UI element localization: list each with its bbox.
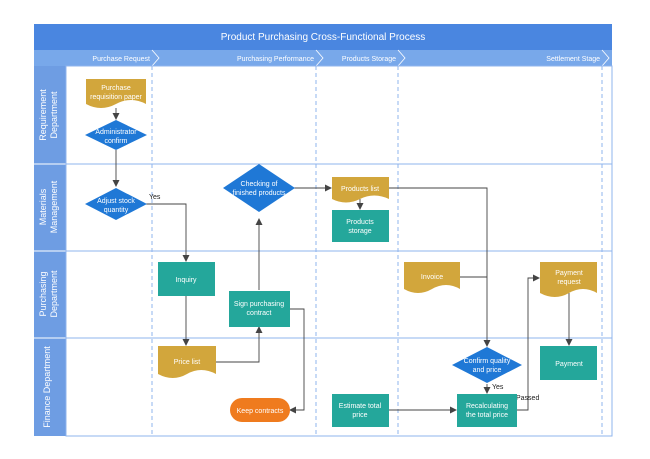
node-administrator-confirm[interactable]: [85, 120, 147, 150]
node-label: Invoice: [421, 274, 443, 281]
phase-divider: [315, 49, 324, 67]
node-products-list[interactable]: [332, 177, 389, 203]
phase-divider: [601, 49, 610, 67]
edge-label-yes: Yes: [149, 194, 161, 201]
node-adjust-stock-quantity[interactable]: [85, 188, 147, 220]
node-price-list[interactable]: [158, 346, 216, 378]
node-label: Keep contracts: [237, 408, 284, 415]
node-payment-request[interactable]: [540, 262, 597, 297]
node-keep-contracts[interactable]: [230, 398, 290, 422]
phase-products-storage: Products Storage: [342, 56, 396, 63]
node-sign-purchasing-contract[interactable]: [229, 291, 290, 327]
node-invoice[interactable]: [404, 262, 460, 293]
edge-recalculating-to-payment-request: [517, 274, 540, 411]
node-products-storage[interactable]: [332, 210, 389, 242]
node-payment[interactable]: [540, 346, 597, 380]
edge-sign-to-keep-contracts: [289, 308, 305, 414]
node-purchase-requisition-paper[interactable]: [86, 79, 146, 108]
node-label: Inquiry: [175, 277, 197, 284]
node-estimate-total-price[interactable]: [332, 394, 389, 427]
lane-finance-department: Finance Department: [42, 346, 52, 428]
edge-products-list-to-confirm-quality: [389, 187, 491, 347]
lane-requirement-department: RequirementDepartment: [38, 89, 59, 141]
node-label: Payment: [555, 361, 583, 368]
lane-purchasing-department: PurchasingDepartment: [38, 270, 59, 318]
phase-purchasing-performance: Purchasing Performance: [237, 56, 314, 63]
phase-purchase-request: Purchase Request: [92, 56, 150, 63]
connectors: [112, 108, 573, 414]
title-bar: [34, 24, 612, 50]
phase-settlement-stage: Settlement Stage: [546, 56, 600, 63]
node-recalculating-total-price[interactable]: [457, 394, 517, 427]
node-label: Products list: [341, 186, 379, 193]
lane-materials-management: MaterialsManagement: [38, 180, 59, 233]
edge-label-yes: Yes: [492, 384, 504, 391]
edge-label-passed: Passed: [516, 395, 539, 402]
node-inquiry[interactable]: [158, 262, 215, 296]
phase-divider: [397, 49, 406, 67]
edge-price-list-to-sign: [216, 326, 263, 363]
node-label: Price list: [174, 359, 201, 366]
node-checking-finished-products[interactable]: [223, 164, 295, 212]
edge-adjust-to-inquiry: [146, 203, 190, 262]
diagram-title: Product Purchasing Cross-Functional Proc…: [221, 32, 426, 43]
phase-divider: [151, 49, 160, 67]
node-confirm-quality-price[interactable]: [452, 347, 522, 383]
